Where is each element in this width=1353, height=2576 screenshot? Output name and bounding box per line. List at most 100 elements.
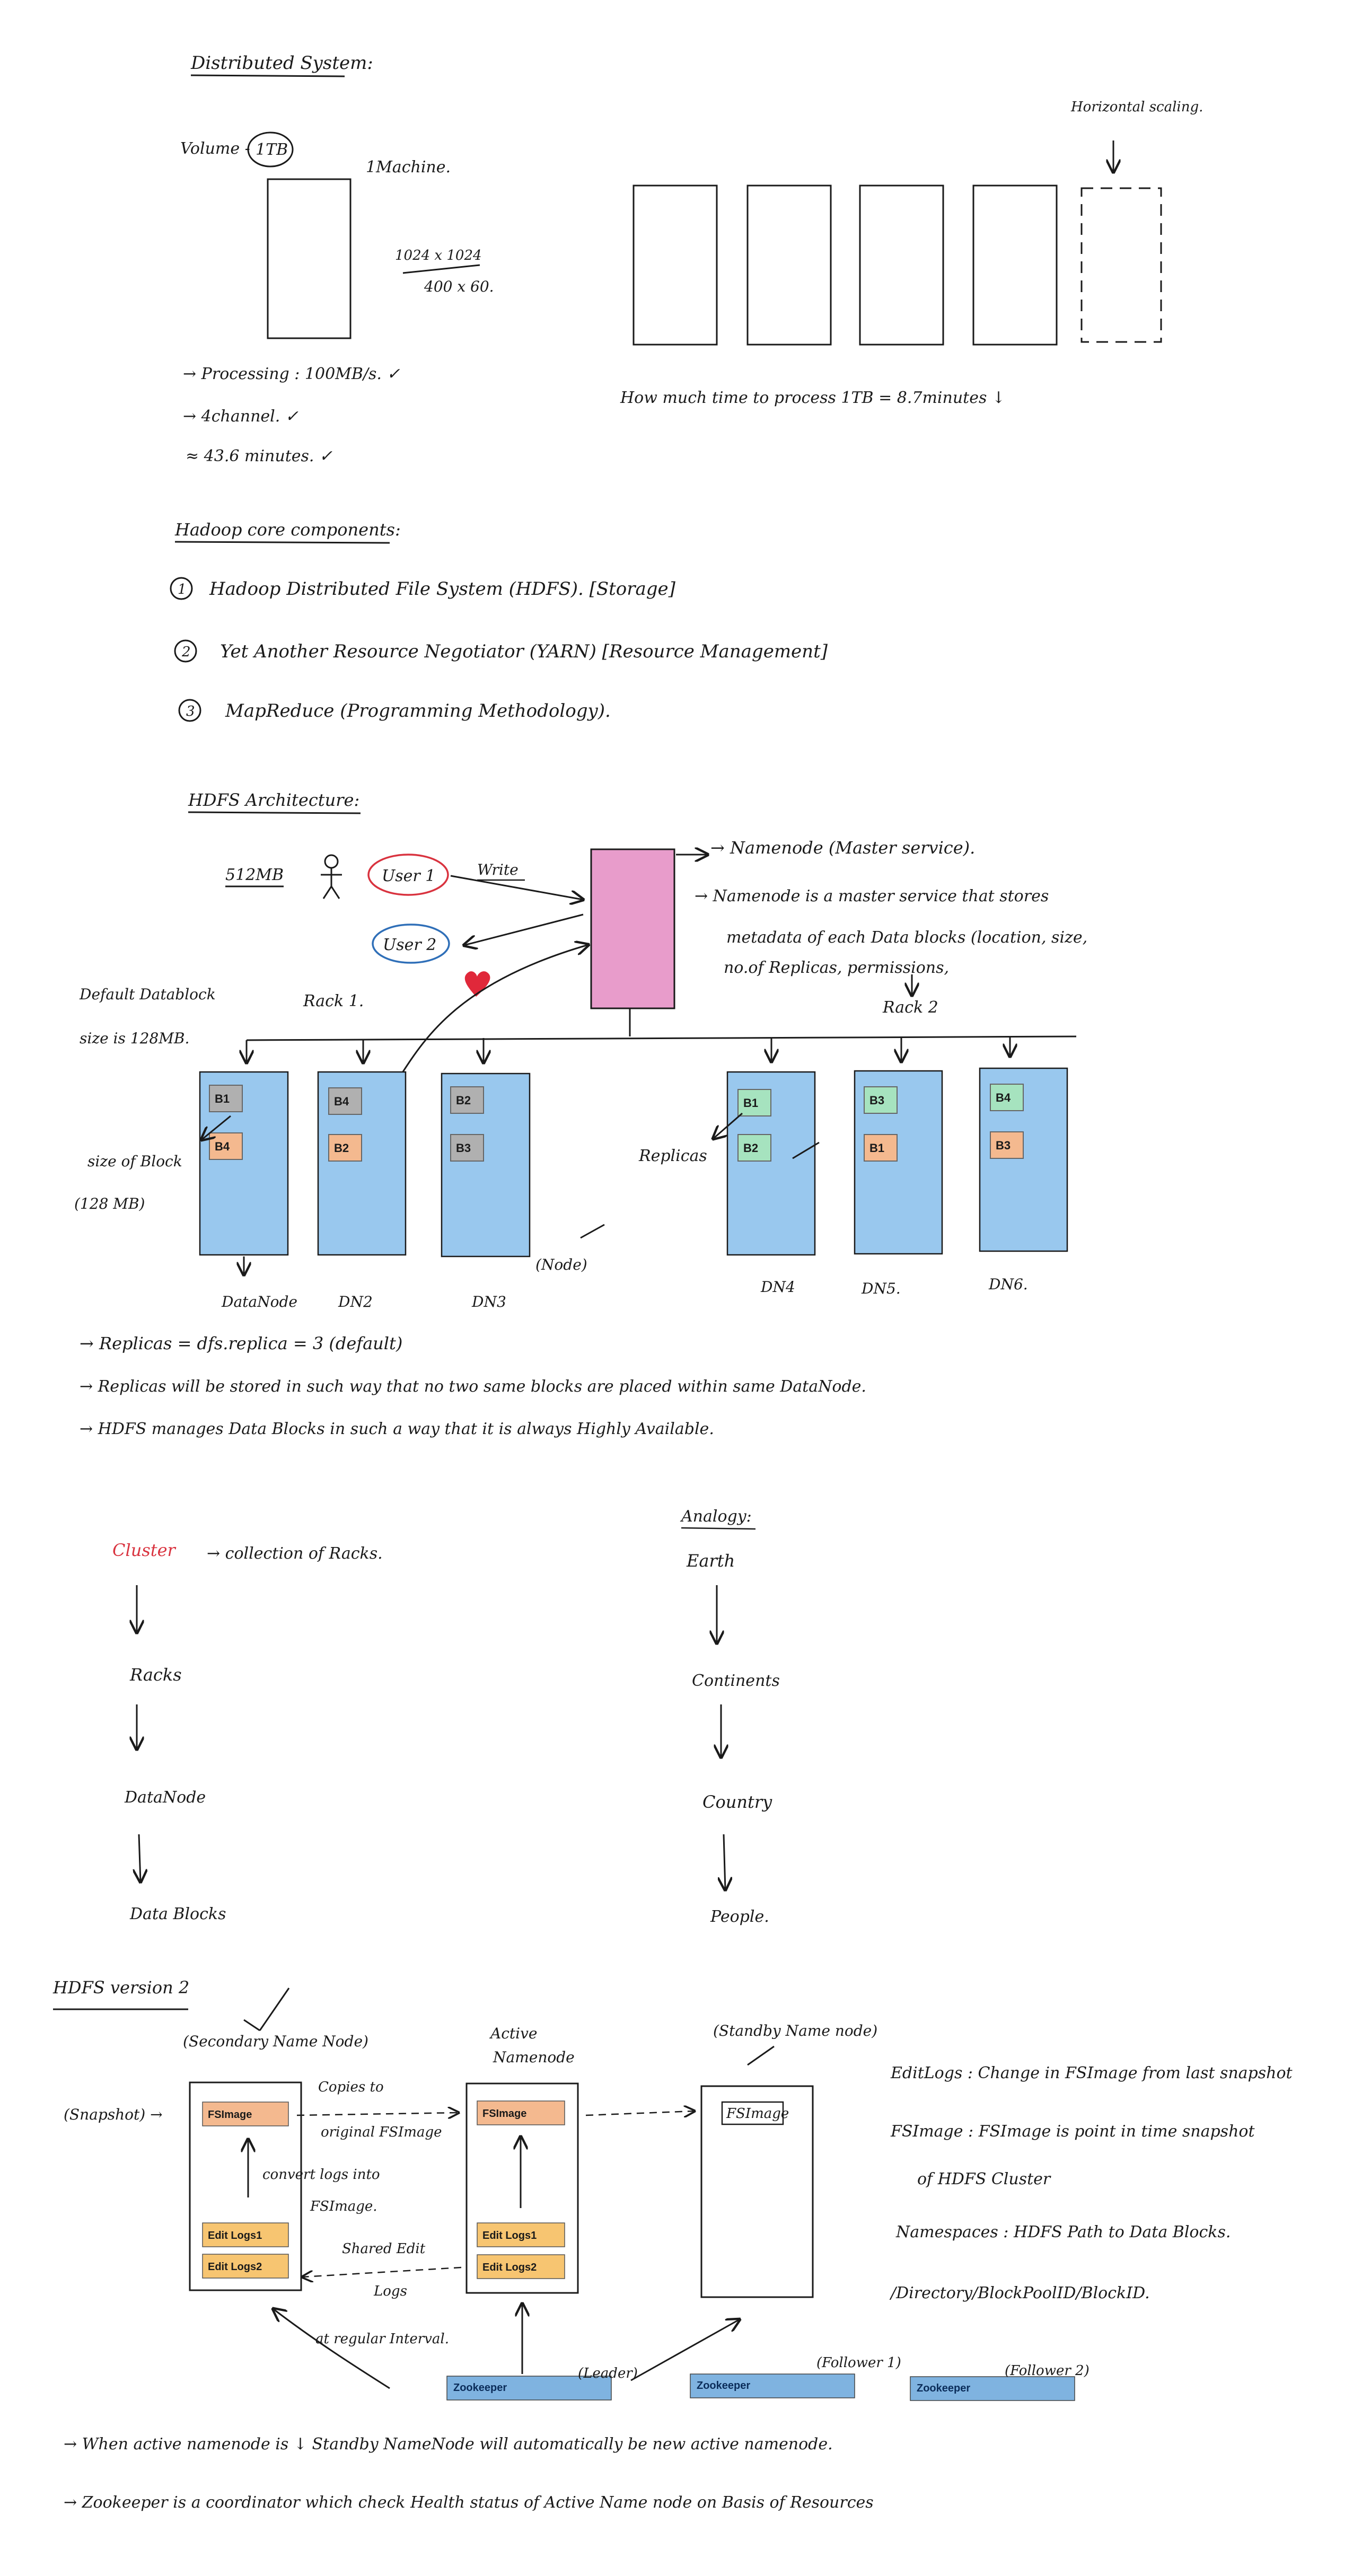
namenode-desc-3: no.of Replicas, permissions, — [724, 959, 949, 977]
num-circle-1 — [170, 577, 193, 600]
block-chip — [450, 1134, 484, 1162]
datanode-4: B1 B2 DN4 — [726, 1071, 816, 1296]
section2-underline — [174, 541, 390, 544]
zookeeper-follower1 — [690, 2373, 855, 2398]
heart-icon — [464, 971, 490, 997]
note-channel: → 4channel. ✓ — [183, 407, 298, 426]
def-fsimage: FSImage : FSImage is point in time snaps… — [890, 2122, 1255, 2141]
sync-arrow — [585, 2111, 695, 2115]
analogy-underline — [681, 1527, 756, 1530]
volume-label: Volume - — [180, 139, 250, 158]
datanode-label: DN5. — [861, 1280, 901, 1297]
replicas-label: Replicas — [638, 1147, 707, 1165]
shared-edit-arrow — [302, 2266, 462, 2277]
block-chip — [864, 1134, 898, 1162]
bottom-note-2: → Zookeeper is a coordinator which check… — [64, 2493, 874, 2512]
datanode-label: DN2 — [338, 1293, 373, 1311]
datanode-5: B3 B1 DN5. — [854, 1070, 943, 1297]
convert-1: convert logs into — [262, 2167, 380, 2183]
user2-circle — [372, 924, 450, 964]
block-chip — [990, 1084, 1024, 1111]
analogy-earth: Earth — [686, 1551, 735, 1571]
section3-title: HDFS Architecture: — [188, 790, 359, 810]
note-processing: → Processing : 100MB/s. ✓ — [183, 365, 400, 383]
analogy-title: Analogy: — [680, 1507, 752, 1526]
editlog2-label: Edit Logs2 — [208, 2261, 262, 2273]
zk-to-secondary-arrow — [273, 2309, 390, 2389]
user2-label: User 2 — [383, 936, 436, 954]
zookeeper-leader — [446, 2376, 612, 2401]
fsimage-chip — [202, 2102, 289, 2126]
block-label: B3 — [456, 1141, 471, 1155]
standby-fsimage-box — [721, 2101, 784, 2125]
secondary-label: (Secondary Name Node) — [183, 2033, 368, 2050]
single-machine-box — [267, 178, 352, 339]
component-yarn: Yet Another Resource Negotiator (YARN) [… — [220, 641, 828, 662]
zookeeper-label: Zookeeper — [453, 2382, 507, 2394]
def-path: /Directory/BlockPoolID/BlockID. — [889, 2284, 1150, 2302]
copies-arrow — [296, 2113, 459, 2115]
chain-datablocks: Data Blocks — [129, 1905, 226, 1923]
section3-underline — [188, 811, 361, 814]
fsimage-label: FSImage — [208, 2109, 252, 2121]
editlog1-chip — [477, 2222, 565, 2247]
num-2: 2 — [181, 644, 191, 660]
follower1-label: (Follower 1) — [816, 2355, 901, 2371]
num-3: 3 — [186, 704, 195, 719]
block-label: B2 — [456, 1094, 471, 1107]
dashed-machine-box — [1080, 187, 1162, 343]
section-hdfs-architecture: HDFS Architecture: 512MB User 1 User 2 W… — [74, 790, 1087, 1438]
shared-edit-3: at regular Interval. — [315, 2331, 449, 2347]
user1-label: User 1 — [382, 867, 435, 885]
rack1-label: Rack 1. — [303, 992, 364, 1010]
size-of-block-1: size of Block — [87, 1153, 182, 1170]
fsimage-label: FSImage — [482, 2108, 526, 2120]
size-label: 512MB — [225, 866, 284, 884]
section-cluster-analogy: Cluster → collection of Racks. Racks Dat… — [112, 1507, 780, 1926]
standby-label: (Standby Name node) — [713, 2022, 877, 2039]
machine-box-4 — [972, 184, 1058, 346]
editlog1-label: Edit Logs1 — [208, 2230, 262, 2241]
standby-fsimage: FSImage — [726, 2106, 789, 2122]
analogy-arrow-3 — [724, 1834, 725, 1890]
datanode-6: B4 B3 DN6. — [979, 1067, 1068, 1293]
rack2-label: Rack 2 — [882, 998, 938, 1017]
block-chip — [737, 1089, 771, 1116]
datanode-3: B2 B3 DN3 — [441, 1072, 531, 1311]
default-block-2: size is 128MB. — [80, 1030, 189, 1047]
datanode-2: B4 B2 DN2 — [317, 1071, 407, 1311]
datanode-label: DN4 — [760, 1278, 795, 1296]
default-block-1: Default Datablock — [79, 986, 216, 1003]
calc-line1: 1024 x 1024 — [395, 248, 482, 263]
write-label: Write — [477, 861, 519, 878]
block-label: B1 — [215, 1092, 230, 1105]
editlog2-chip — [477, 2254, 565, 2279]
note-minutes: ≈ 43.6 minutes. ✓ — [186, 447, 332, 465]
component-mapreduce: MapReduce (Programming Methodology). — [225, 700, 611, 722]
heartbeat-arrow — [390, 945, 588, 1090]
leader-label: (Leader) — [578, 2366, 638, 2381]
section-hdfs-v2: HDFS version 2 (Secondary Name Node) Act… — [52, 1977, 1293, 2512]
rule-1: → Replicas = dfs.replica = 3 (default) — [80, 1333, 402, 1353]
editlog2-chip — [202, 2254, 289, 2279]
machine-label: 1Machine. — [366, 158, 451, 177]
num-circle-2 — [174, 639, 197, 663]
shared-edit-1: Shared Edit — [342, 2241, 426, 2257]
block-label: B4 — [215, 1140, 230, 1153]
active-label-2: Namenode — [493, 2049, 575, 2066]
chain-arrow-3 — [139, 1834, 140, 1882]
section5-title: HDFS version 2 — [52, 1977, 189, 1998]
chain-datanode: DataNode — [124, 1788, 206, 1807]
fsimage-chip — [477, 2100, 565, 2125]
user1-circle — [367, 854, 449, 896]
rule-3: → HDFS manages Data Blocks in such a way… — [80, 1420, 714, 1438]
write-arrow — [450, 875, 583, 900]
shared-edit-2: Logs — [373, 2283, 407, 2299]
section2-title: Hadoop core components: — [174, 520, 401, 540]
block-chip — [864, 1086, 898, 1114]
block-label: B3 — [996, 1139, 1011, 1152]
editlog1-chip — [202, 2222, 289, 2247]
time-note: How much time to process 1TB = 8.7minute… — [620, 389, 1005, 407]
standby-check — [747, 2045, 775, 2066]
